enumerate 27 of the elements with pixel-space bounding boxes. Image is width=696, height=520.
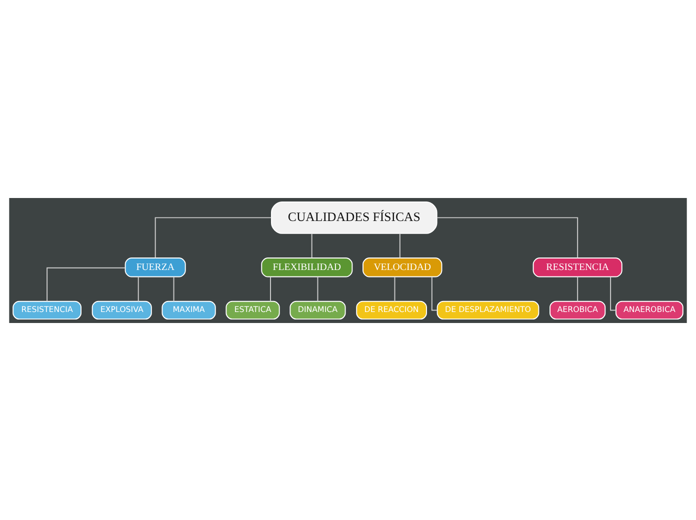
connector	[317, 276, 318, 302]
connector	[311, 232, 312, 258]
node-box: FLEXIBILIDAD	[261, 257, 353, 277]
connector	[138, 276, 139, 302]
connector	[431, 276, 438, 310]
node-box: DINAMICA	[290, 300, 346, 320]
node-box: DE DESPLAZAMIENTO	[436, 300, 540, 320]
node-box: ESTATICA	[226, 300, 280, 320]
node-box: ANAEROBICA	[615, 300, 684, 320]
node-box: EXPLOSIVA	[92, 300, 152, 320]
connector	[610, 276, 616, 310]
connector	[399, 232, 400, 258]
connector	[173, 276, 174, 302]
connector	[436, 216, 578, 258]
node-box: RESISTENCIA	[532, 257, 622, 277]
node-box: VELOCIDAD	[362, 257, 442, 277]
node-box: FUERZA	[124, 257, 186, 277]
connector	[154, 216, 272, 258]
connector	[270, 276, 271, 302]
node-box: CUALIDADES FÍSICAS	[270, 200, 438, 234]
connector	[577, 276, 578, 302]
connector	[394, 276, 396, 302]
node-box: AEROBICA	[550, 300, 606, 320]
node-box: MAXIMA	[162, 300, 216, 320]
node-box: RESISTENCIA	[12, 300, 82, 320]
connector	[46, 266, 126, 302]
node-box: DE REACCION	[356, 300, 427, 320]
